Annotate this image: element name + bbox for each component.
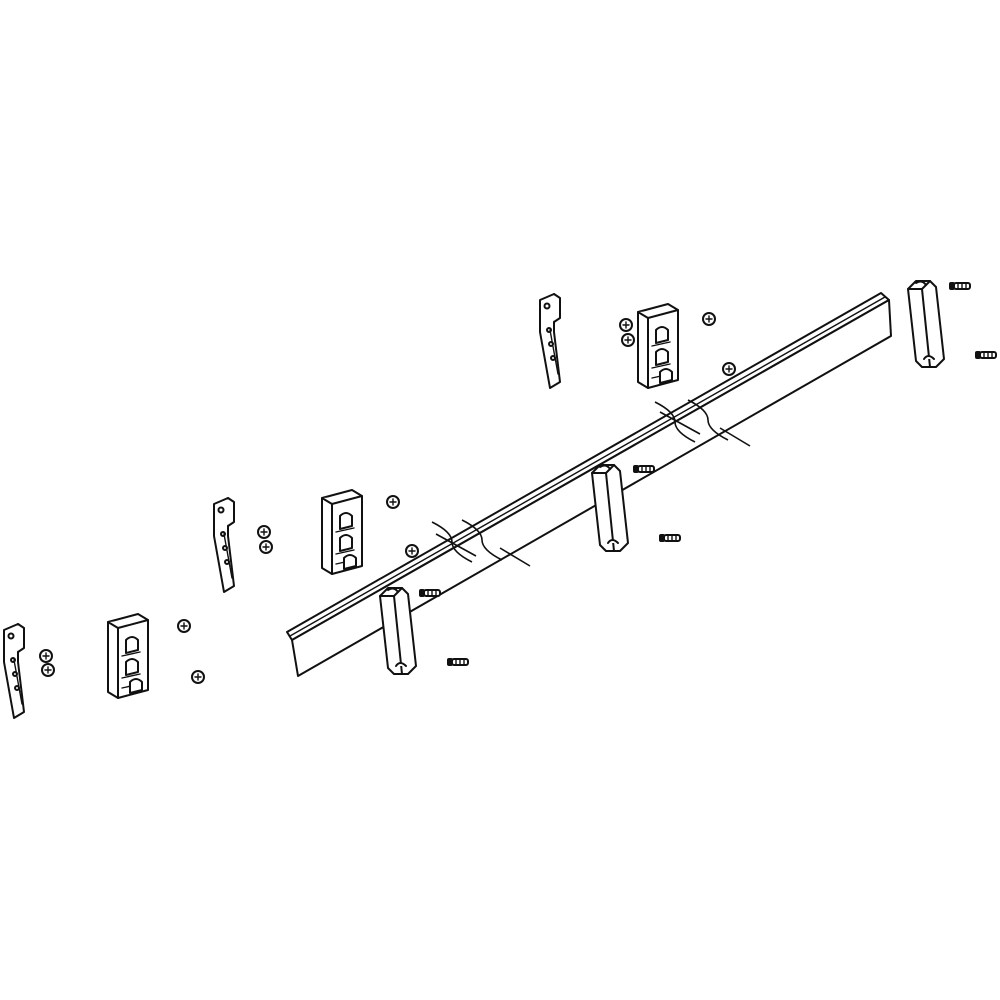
latch-block (637, 303, 679, 389)
rail-beam (286, 292, 892, 677)
screw (446, 657, 469, 667)
screw (619, 318, 633, 332)
screw (621, 333, 635, 347)
screw (191, 670, 205, 684)
screw (177, 619, 191, 633)
screw (948, 281, 971, 291)
screw (658, 533, 681, 543)
screw (702, 312, 716, 326)
latch-block (107, 613, 149, 699)
screw (39, 649, 53, 663)
end-bracket (213, 497, 235, 593)
break-mark (654, 399, 751, 447)
screw (418, 588, 441, 598)
cover-clip (907, 280, 945, 368)
screw (632, 464, 655, 474)
latch-block (321, 489, 363, 575)
end-bracket (3, 623, 25, 719)
screw (974, 350, 997, 360)
screw (259, 540, 273, 554)
screw (386, 495, 400, 509)
screw (257, 525, 271, 539)
end-bracket (539, 293, 561, 389)
screw (722, 362, 736, 376)
screw (41, 663, 55, 677)
screw (405, 544, 419, 558)
break-mark (431, 519, 531, 567)
